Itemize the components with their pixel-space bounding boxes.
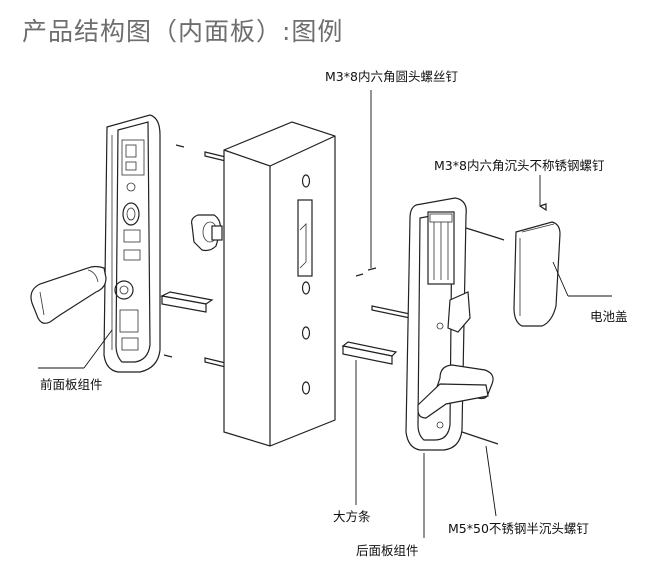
front-panel-screws [163,144,185,358]
label-battery-cover: 电池盖 [590,309,628,324]
label-rear-panel: 后面板组件 [356,543,419,558]
rear-panel-assembly [405,197,494,451]
screw-m3-countersunk [465,203,547,241]
label-screw-m3-countersunk: M3*8内六角沉头不称锈钢螺钉 [434,158,605,173]
label-screw-m5: M5*50不锈钢半沉头螺钉 [448,521,589,536]
screw-m5-50 [461,431,499,445]
square-bar [341,341,398,365]
door-block [223,121,336,447]
callout-leader-lines [38,90,612,538]
diagram-title: 产品结构图（内面板）:图例 [22,17,344,46]
label-square-bar: 大方条 [333,509,371,524]
battery-cover [513,221,561,327]
square-bar-front [160,291,214,313]
label-front-panel: 前面板组件 [40,377,103,392]
lock-cylinder [191,214,223,252]
front-panel-assembly [30,114,161,373]
label-screw-m3-round-head: M3*8内六角圆头螺丝钉 [325,69,458,84]
screw-m3-round-head [355,267,377,277]
